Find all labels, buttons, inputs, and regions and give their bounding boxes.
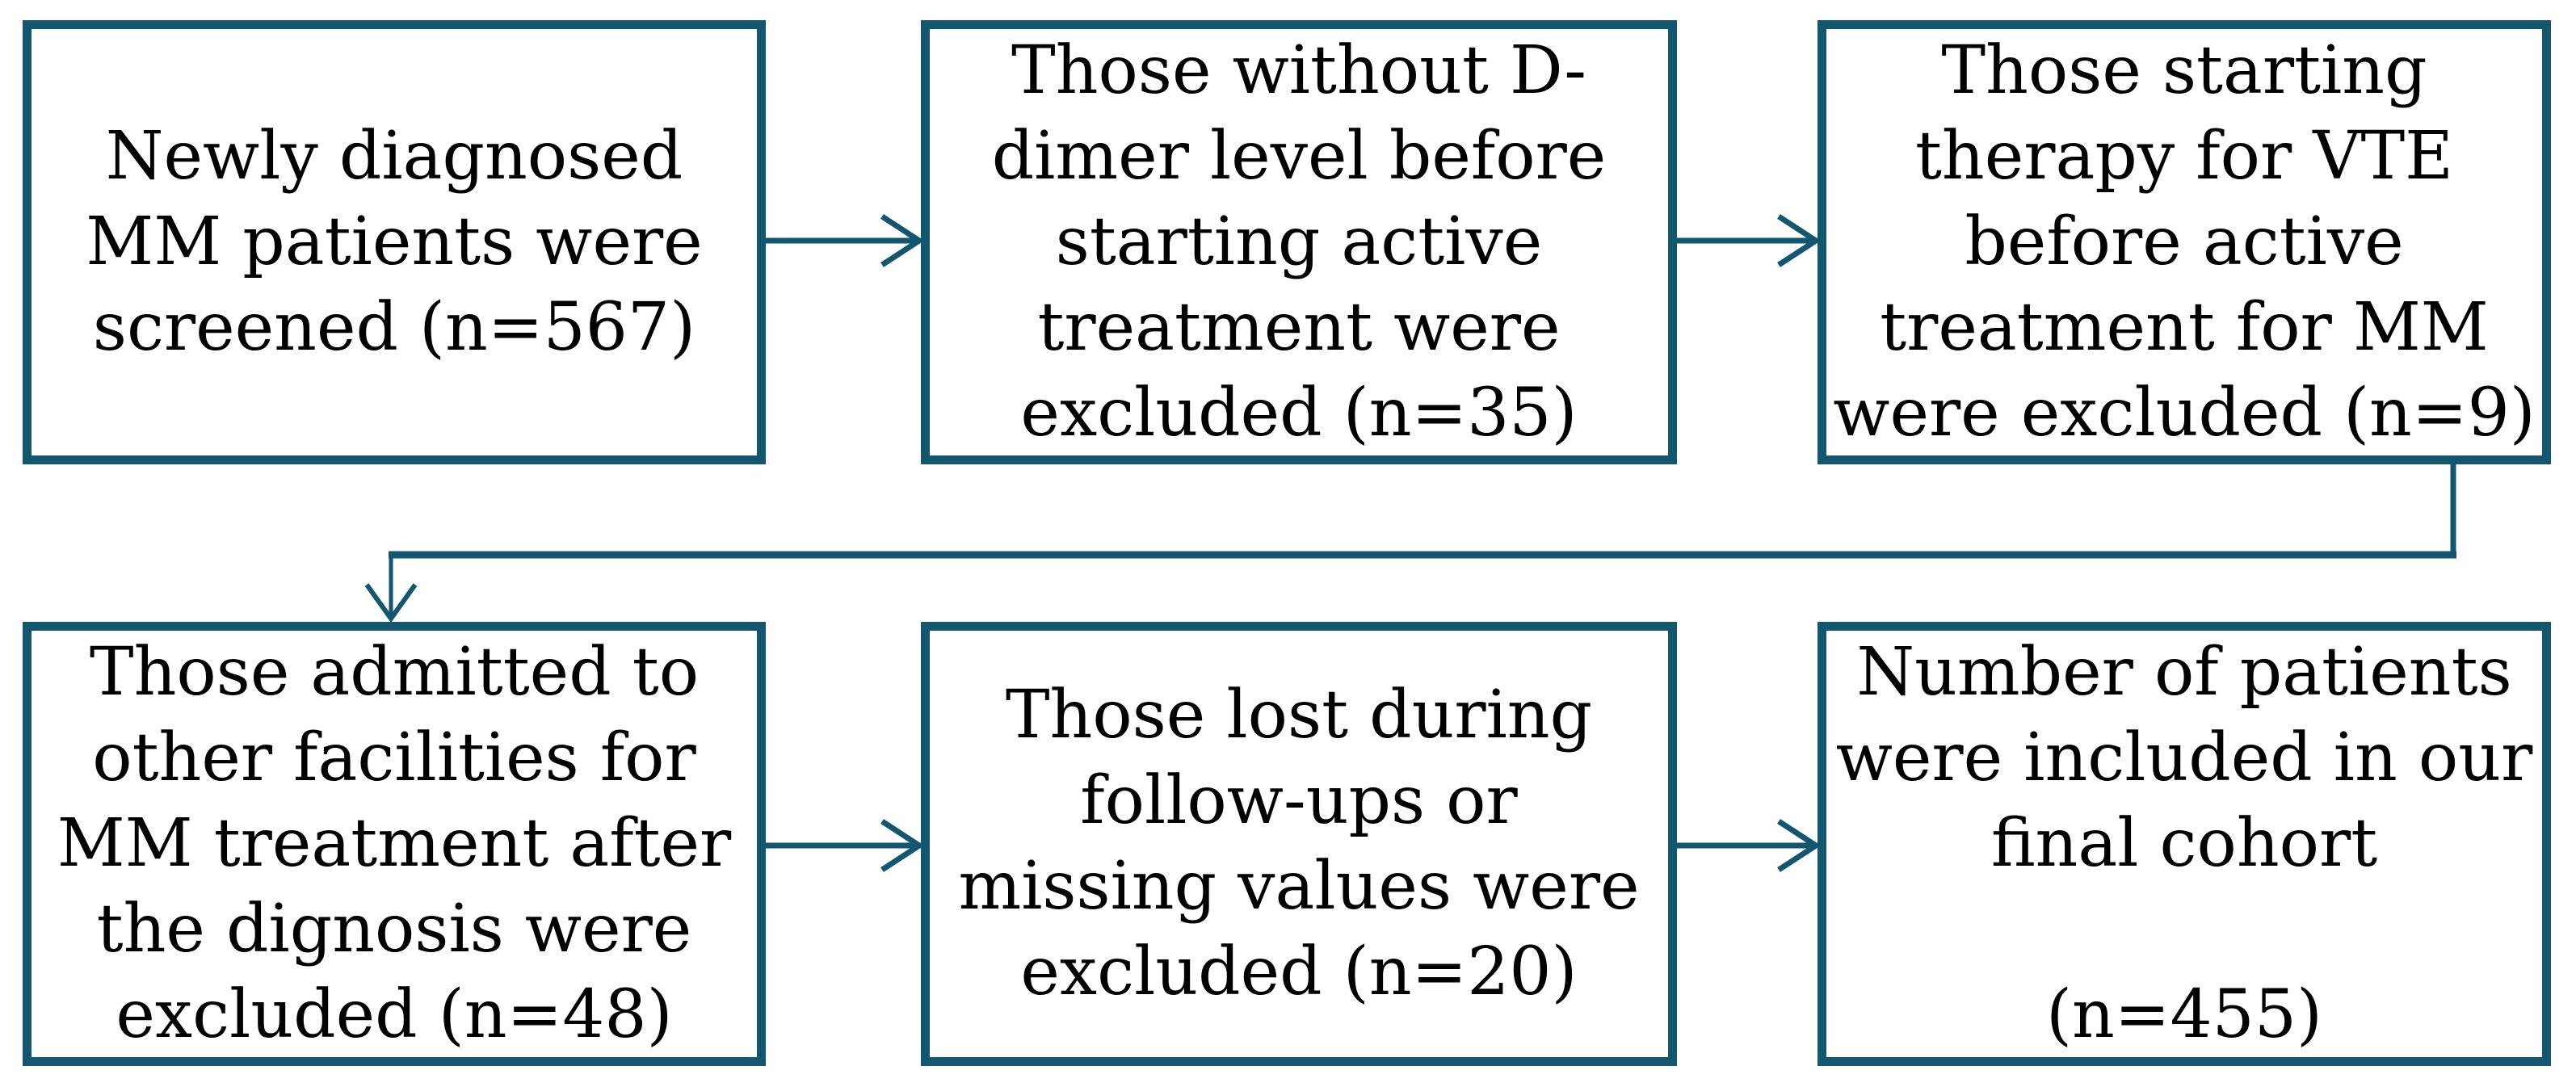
flow-box-no-ddimer-excluded-text: Those without D- dimer level before star… (991, 32, 1607, 451)
flow-box-lost-followup-excluded-text: Those lost during follow-ups or missing … (958, 677, 1640, 1010)
arrowhead-right-icon (880, 214, 925, 267)
flow-box-vte-therapy-excluded: Those starting therapy for VTE before ac… (1817, 20, 2551, 464)
arrowhead-right-icon (1777, 214, 1822, 267)
elbow-vte-to-other-facilities (364, 464, 2456, 623)
arrow-lost-followup-to-final-cohort (1677, 819, 1822, 872)
flow-box-other-facilities-excluded: Those admitted to other facilities for M… (23, 622, 766, 1066)
flow-box-vte-therapy-excluded-text: Those starting therapy for VTE before ac… (1833, 32, 2536, 451)
flow-box-final-cohort-text: Number of patients were included in our … (1835, 634, 2533, 1053)
flow-box-screened-text: Newly diagnosed MM patients were screene… (86, 118, 703, 366)
flow-box-screened: Newly diagnosed MM patients were screene… (23, 20, 766, 464)
flow-box-lost-followup-excluded: Those lost during follow-ups or missing … (921, 622, 1677, 1066)
flow-box-no-ddimer-excluded: Those without D- dimer level before star… (921, 20, 1677, 464)
arrowhead-down-icon (364, 583, 418, 623)
arrow-other-facilities-to-lost-followup (766, 819, 925, 872)
arrowhead-right-icon (1777, 819, 1822, 872)
flow-box-final-cohort: Number of patients were included in our … (1817, 622, 2551, 1066)
arrowhead-right-icon (880, 819, 925, 872)
arrow-no-ddimer-to-vte (1677, 214, 1822, 267)
arrow-screened-to-no-ddimer (766, 214, 925, 267)
flow-box-other-facilities-excluded-text: Those admitted to other facilities for M… (57, 634, 732, 1053)
